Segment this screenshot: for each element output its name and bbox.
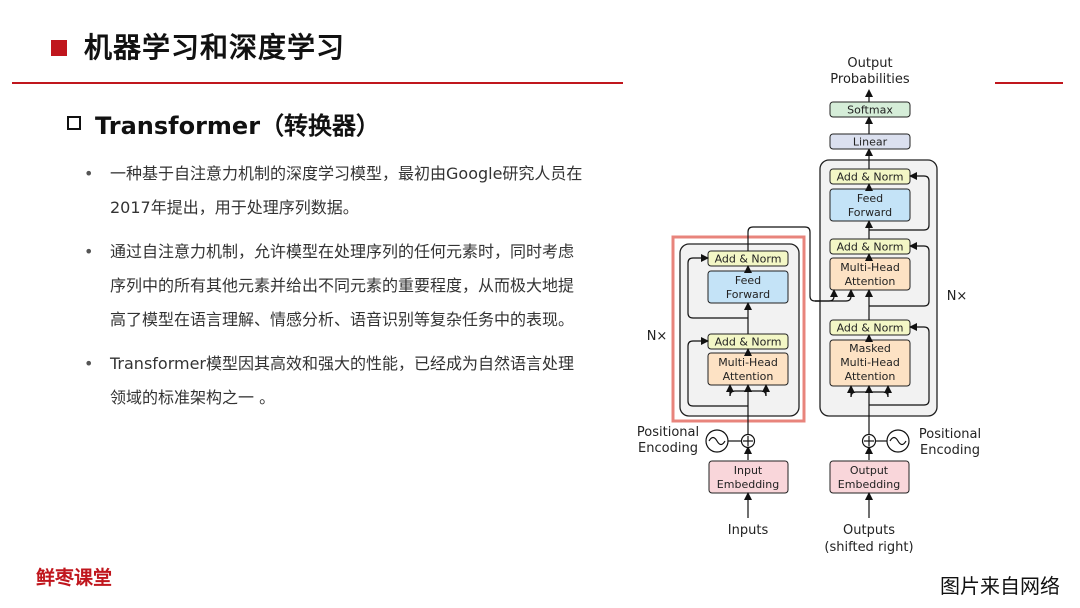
decoder-add-norm-bottom-label: Add & Norm [837, 322, 904, 335]
input-embedding-label-2: Embedding [717, 478, 779, 491]
decoder-add-norm-top-label: Add & Norm [837, 171, 904, 184]
encoder-add-norm-bottom-label: Add & Norm [715, 336, 782, 349]
decoder-feed-label: Feed [857, 192, 883, 205]
decoder-multi-head-attention: Multi-Head Attention [829, 257, 911, 291]
bullet-dot-icon: • [84, 242, 94, 261]
output-embedding-label-1: Output [850, 464, 889, 477]
encoder-block [679, 243, 800, 417]
decoder-masked-attention-label: Attention [845, 370, 896, 383]
decoder-masked-label: Masked [849, 342, 891, 355]
encoder-attention-label: Attention [723, 370, 774, 383]
encoder-multi-head-attention: Multi-Head Attention [707, 352, 789, 386]
encoder-feed-forward: Feed Forward [707, 270, 789, 304]
input-embedding-label-1: Input [734, 464, 763, 477]
encoder-multi-head-label: Multi-Head [718, 356, 778, 369]
bullet-text: 一种基于自注意力机制的深度学习模型，最初由Google研究人员在2017年提出，… [110, 164, 583, 217]
title-square-icon [51, 40, 67, 56]
output-embedding-label-2: Embedding [838, 478, 900, 491]
decoder-encoding-label: Encoding [920, 443, 980, 458]
outputs-label: Outputs [843, 523, 895, 538]
decoder-multi-head-label: Multi-Head [840, 261, 900, 274]
softmax-label: Softmax [847, 104, 893, 117]
decoder-attention-label: Attention [845, 275, 896, 288]
encoder-positional-encoding [705, 429, 756, 460]
encoder-highlight [671, 235, 806, 423]
decoder-add-norm-middle: Add & Norm [829, 238, 911, 255]
bullet-item: • 一种基于自注意力机制的深度学习模型，最初由Google研究人员在2017年提… [84, 157, 584, 225]
decoder-add-norm-top: Add & Norm [829, 168, 911, 185]
decoder-forward-label: Forward [848, 206, 892, 219]
decoder-arrows [815, 89, 930, 437]
bullet-text: 通过自注意力机制，允许模型在处理序列的任何元素时，同时考虑序列中的所有其他元素并… [110, 242, 575, 329]
decoder-nx-label: N× [947, 289, 968, 304]
output-probabilities-label-1: Output [847, 56, 892, 71]
brand-logo-text: 鲜枣课堂 [36, 567, 113, 589]
shifted-right-label: (shifted right) [824, 540, 913, 555]
decoder-add-norm-bottom: Add & Norm [829, 319, 911, 336]
decoder-masked-multi-head-label: Multi-Head [840, 356, 900, 369]
page-title: 机器学习和深度学习 [84, 31, 346, 64]
encoder-nx-label: N× [647, 329, 668, 344]
inputs-label: Inputs [728, 523, 769, 538]
encoder-add-norm-top: Add & Norm [707, 250, 789, 267]
linear-label: Linear [853, 136, 888, 149]
linear-layer: Linear [829, 133, 911, 150]
output-probabilities-label-2: Probabilities [830, 72, 910, 87]
encoder-add-norm-bottom: Add & Norm [707, 333, 789, 350]
bullet-text: Transformer模型因其高效和强大的性能，已经成为自然语言处理领域的标准架… [110, 354, 575, 407]
encoder-arrows [687, 226, 829, 437]
title-rule-left [12, 82, 623, 84]
encoder-encoding-label: Encoding [638, 441, 698, 456]
softmax-layer: Softmax [829, 101, 911, 118]
bullet-list: • 一种基于自注意力机制的深度学习模型，最初由Google研究人员在2017年提… [84, 157, 584, 425]
image-credit: 图片来自网络 [940, 574, 1060, 598]
decoder-add-norm-middle-label: Add & Norm [837, 241, 904, 254]
bullet-dot-icon: • [84, 164, 94, 183]
input-arrows [744, 492, 873, 518]
bullet-item: • 通过自注意力机制，允许模型在处理序列的任何元素时，同时考虑序列中的所有其他元… [84, 235, 584, 337]
encoder-forward-label: Forward [726, 288, 770, 301]
decoder-positional-label: Positional [919, 427, 981, 442]
bullet-item: • Transformer模型因其高效和强大的性能，已经成为自然语言处理领域的标… [84, 347, 584, 415]
encoder-positional-label: Positional [637, 425, 699, 440]
input-embedding: Input Embedding [708, 460, 789, 494]
hollow-square-icon [67, 116, 81, 130]
bullet-dot-icon: • [84, 354, 94, 373]
encoder-feed-label: Feed [735, 274, 761, 287]
section-heading: Transformer（转换器） [95, 112, 381, 140]
decoder-positional-encoding [861, 429, 910, 460]
decoder-feed-forward: Feed Forward [829, 188, 911, 222]
output-embedding: Output Embedding [829, 460, 910, 494]
encoder-add-norm-top-label: Add & Norm [715, 253, 782, 266]
title-rule-right [995, 82, 1063, 84]
decoder-masked-attention: Masked Multi-Head Attention [829, 339, 911, 387]
